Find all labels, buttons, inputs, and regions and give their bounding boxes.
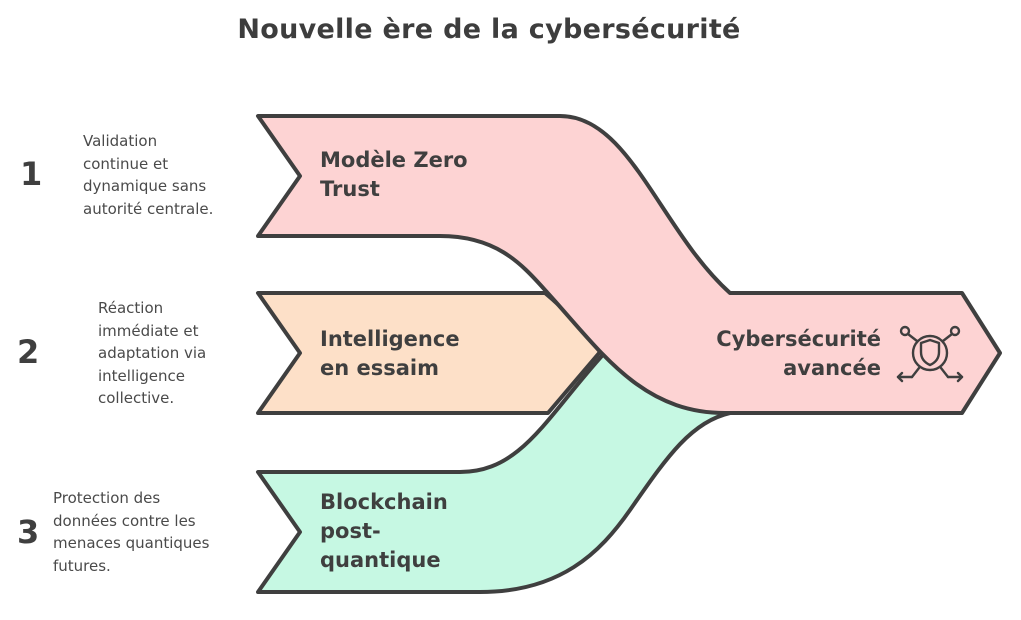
label-blockchain: Blockchain post- quantique <box>320 490 448 572</box>
step-number-1: 1 <box>20 155 43 193</box>
description-swarm-intelligence: Réaction immédiate et adaptation via int… <box>98 299 207 407</box>
step-number-3: 3 <box>17 513 40 551</box>
label-zero-trust: Modèle Zero Trust <box>320 148 468 201</box>
description-blockchain: Protection des données contre les menace… <box>53 489 210 575</box>
shield-network-icon <box>896 325 964 383</box>
label-advanced-cybersecurity: Cybersécurité avancée <box>716 327 881 380</box>
step-number-2: 2 <box>17 333 40 371</box>
band-zero-trust <box>256 114 1002 415</box>
description-zero-trust: Validation continue et dynamique sans au… <box>83 132 214 218</box>
diagram-title: Nouvelle ère de la cybersécurité <box>237 14 741 45</box>
label-swarm-intelligence: Intelligence en essaim <box>320 327 460 380</box>
